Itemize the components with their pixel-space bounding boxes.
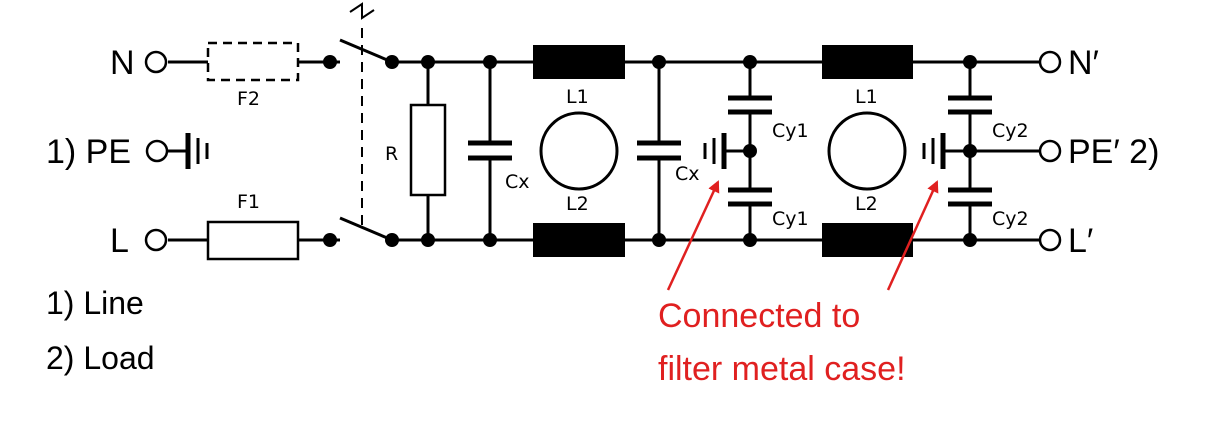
legend-item-line: 1) Line	[46, 285, 144, 321]
choke-1	[533, 45, 625, 257]
annotation-line1: Connected to	[658, 297, 860, 335]
label-l-out: L′	[1068, 222, 1093, 260]
label-f1: F1	[237, 191, 260, 213]
fuse-f1	[206, 220, 300, 261]
label-n-out: N′	[1068, 44, 1099, 82]
label-r: R	[385, 143, 398, 165]
label-choke1-l2: L2	[566, 193, 589, 215]
fuse-f2	[206, 41, 300, 82]
terminal-n-in	[144, 50, 168, 74]
annotation-arrows	[666, 180, 939, 291]
terminal-n-out	[1038, 50, 1062, 74]
terminal-l-out	[1038, 228, 1062, 252]
label-choke1-l1: L1	[566, 86, 589, 108]
capacitor-cx2	[637, 55, 681, 247]
pe-input	[145, 133, 209, 169]
capacitor-cy2-pair	[922, 55, 1040, 247]
resistor-r	[409, 55, 447, 247]
terminal-l-in	[144, 228, 168, 252]
label-choke2-l1: L1	[855, 86, 878, 108]
label-cy2-bottom: Cy2	[992, 208, 1029, 230]
label-l-in: L	[110, 222, 129, 260]
choke-2	[822, 45, 913, 257]
label-cy2-top: Cy2	[992, 120, 1029, 142]
label-cx1: Cx	[505, 171, 530, 193]
label-cx2: Cx	[675, 163, 700, 185]
label-pe-in: 1) PE	[46, 133, 131, 171]
double-pole-switch	[323, 2, 399, 247]
capacitor-cy1-pair	[703, 55, 772, 247]
label-pe-out: PE′ 2)	[1068, 133, 1159, 171]
annotation-line2: filter metal case!	[658, 350, 906, 388]
label-choke2-l2: L2	[855, 193, 878, 215]
legend-item-load: 2) Load	[46, 340, 155, 376]
label-cy1-bottom: Cy1	[772, 208, 809, 230]
label-f2: F2	[237, 88, 260, 110]
label-cy1-top: Cy1	[772, 120, 809, 142]
terminal-pe-out	[1038, 139, 1062, 163]
capacitor-cx1	[468, 55, 512, 247]
label-n-in: N	[110, 44, 135, 82]
